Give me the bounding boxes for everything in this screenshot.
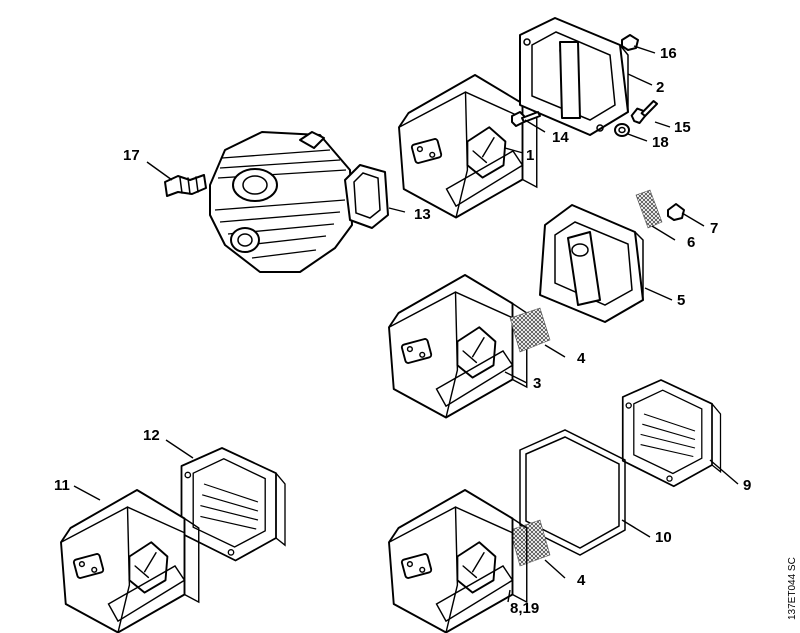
screw-16: [621, 34, 639, 51]
cover-12: [180, 447, 286, 562]
muffler-8-19: [388, 489, 528, 633]
muffler-11: [60, 489, 200, 633]
screw-7: [667, 203, 685, 221]
drawing-code: 137ET044 SC: [787, 557, 798, 620]
callout-labels: 17 13 1 14 16 2 15 18 7 6 5 4 3 9 10 4 8…: [54, 45, 751, 617]
spark-screen-6: [635, 189, 663, 229]
callout-16: 16: [660, 45, 677, 62]
muffler-gasket-small: [344, 164, 389, 229]
callout-5: 5: [677, 292, 685, 309]
callout-2: 2: [656, 79, 664, 96]
callout-14: 14: [552, 129, 569, 146]
muffler-1: [398, 74, 538, 219]
callout-12: 12: [143, 427, 160, 444]
callout-4b: 4: [577, 572, 586, 589]
callout-7: 7: [710, 220, 718, 237]
callout-11: 11: [54, 477, 70, 494]
cover-2: [519, 17, 629, 136]
callout-18: 18: [652, 134, 669, 151]
spark-screen-4b: [509, 519, 551, 567]
callout-8-19: 8,19: [510, 600, 539, 617]
cylinder: [209, 131, 353, 273]
callout-6: 6: [687, 234, 695, 251]
callout-9: 9: [743, 477, 751, 494]
spark-plug: [164, 174, 207, 197]
callout-1: 1: [526, 147, 534, 164]
callout-13: 13: [414, 206, 431, 223]
spark-screen-4a: [509, 307, 551, 353]
cover-9: [621, 379, 722, 488]
callout-15: 15: [674, 119, 691, 136]
cover-5: [539, 204, 644, 323]
leader-lines: [73, 45, 739, 603]
callout-3: 3: [533, 375, 541, 392]
screw-15: [629, 99, 663, 126]
screw-14: [511, 111, 541, 127]
callout-10: 10: [655, 529, 672, 546]
callout-17: 17: [123, 147, 140, 164]
washer-18: [614, 123, 630, 137]
callout-4a: 4: [577, 350, 586, 367]
muffler-3: [388, 274, 528, 419]
